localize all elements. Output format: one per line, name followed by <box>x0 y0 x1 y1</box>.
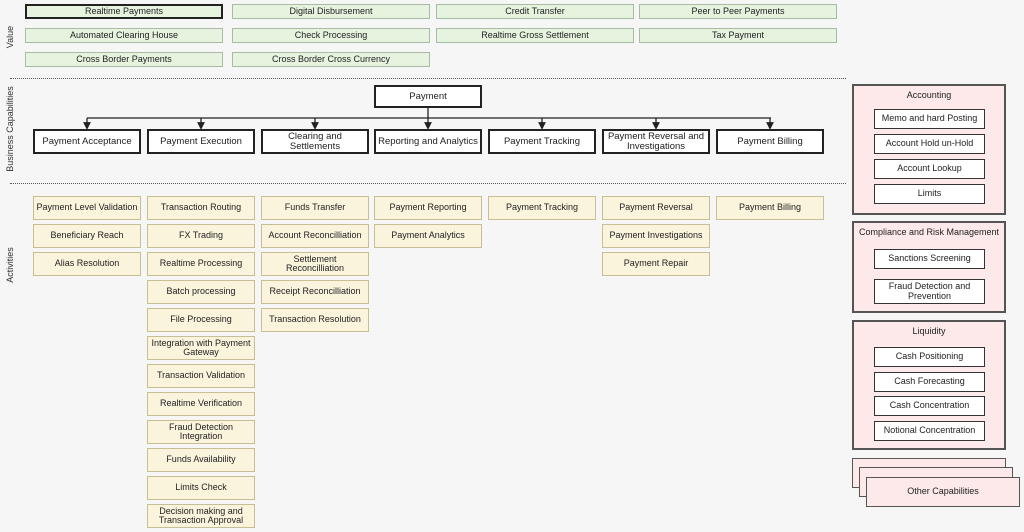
capability-reporting-and-analytics[interactable]: Reporting and Analytics <box>374 129 482 154</box>
value-cross-border-cross-currency[interactable]: Cross Border Cross Currency <box>232 52 430 67</box>
panel-item-cash-positioning[interactable]: Cash Positioning <box>874 347 985 367</box>
activity-receipt-reconcilliation[interactable]: Receipt Reconcilliation <box>261 280 369 304</box>
value-credit-transfer[interactable]: Credit Transfer <box>436 4 634 19</box>
value-cross-border-payments[interactable]: Cross Border Payments <box>25 52 223 67</box>
activity-funds-availability[interactable]: Funds Availability <box>147 448 255 472</box>
value-digital-disbursement[interactable]: Digital Disbursement <box>232 4 430 19</box>
panel-item-account-hold-un-hold[interactable]: Account Hold un-Hold <box>874 134 985 154</box>
panel-title-accounting: Accounting <box>906 90 952 101</box>
other-capabilities[interactable]: Other Capabilities <box>866 477 1020 507</box>
value-realtime-payments[interactable]: Realtime Payments <box>25 4 223 19</box>
activity-transaction-resolution[interactable]: Transaction Resolution <box>261 308 369 332</box>
capability-payment-acceptance[interactable]: Payment Acceptance <box>33 129 141 154</box>
capability-payment-tracking[interactable]: Payment Tracking <box>488 129 596 154</box>
value-automated-clearing-house[interactable]: Automated Clearing House <box>25 28 223 43</box>
activity-transaction-validation[interactable]: Transaction Validation <box>147 364 255 388</box>
activity-file-processing[interactable]: File Processing <box>147 308 255 332</box>
panel-item-cash-forecasting[interactable]: Cash Forecasting <box>874 371 985 392</box>
capability-payment-execution[interactable]: Payment Execution <box>147 129 255 154</box>
activity-realtime-verification[interactable]: Realtime Verification <box>147 392 255 416</box>
panel-item-limits[interactable]: Limits <box>874 184 985 204</box>
activity-account-reconcilliation[interactable]: Account Reconcilliation <box>261 224 369 248</box>
panel-item-memo-and-hard-posting[interactable]: Memo and hard Posting <box>874 109 985 129</box>
activity-limits-check[interactable]: Limits Check <box>147 476 255 500</box>
activity-payment-investigations[interactable]: Payment Investigations <box>602 224 710 248</box>
panel-item-cash-concentration[interactable]: Cash Concentration <box>874 396 985 416</box>
panel-item-notional-concentration[interactable]: Notional Concentration <box>874 420 985 441</box>
value-realtime-gross-settlement[interactable]: Realtime Gross Settlement <box>436 28 634 43</box>
panel-title-compliance-and-risk-management: Compliance and Risk Management <box>858 227 1000 238</box>
activity-funds-transfer[interactable]: Funds Transfer <box>261 196 369 220</box>
value-check-processing[interactable]: Check Processing <box>232 28 430 43</box>
activity-fraud-detection-integration[interactable]: Fraud Detection Integration <box>147 420 255 444</box>
activity-alias-resolution[interactable]: Alias Resolution <box>33 252 141 276</box>
value-peer-to-peer-payments[interactable]: Peer to Peer Payments <box>639 4 837 19</box>
panel-item-fraud-detection-and-prevention[interactable]: Fraud Detection and Prevention <box>874 279 985 304</box>
value-tax-payment[interactable]: Tax Payment <box>639 28 837 43</box>
activity-payment-reversal[interactable]: Payment Reversal <box>602 196 710 220</box>
activity-payment-level-validation[interactable]: Payment Level Validation <box>33 196 141 220</box>
capability-payment-billing[interactable]: Payment Billing <box>716 129 824 154</box>
activity-integration-with-payment-gateway[interactable]: Integration with Payment Gateway <box>147 336 255 360</box>
root-capability-payment[interactable]: Payment <box>374 85 482 108</box>
activity-decision-making-and-transaction-approval[interactable]: Decision making and Transaction Approval <box>147 504 255 528</box>
activity-fx-trading[interactable]: FX Trading <box>147 224 255 248</box>
separator-bottom <box>10 183 846 184</box>
activity-payment-reporting[interactable]: Payment Reporting <box>374 196 482 220</box>
activity-batch-processing[interactable]: Batch processing <box>147 280 255 304</box>
separator-top <box>10 78 846 79</box>
capability-payment-reversal-and-investigations[interactable]: Payment Reversal and Investigations <box>602 129 710 154</box>
activity-payment-repair[interactable]: Payment Repair <box>602 252 710 276</box>
activity-settlement-reconcilliation[interactable]: Settlement Reconcilliation <box>261 252 369 276</box>
panel-title-liquidity: Liquidity <box>912 326 946 337</box>
activity-payment-analytics[interactable]: Payment Analytics <box>374 224 482 248</box>
capability-clearing-and-settlements[interactable]: Clearing and Settlements <box>261 129 369 154</box>
panel-item-account-lookup[interactable]: Account Lookup <box>874 159 985 179</box>
activity-beneficiary-reach[interactable]: Beneficiary Reach <box>33 224 141 248</box>
activity-transaction-routing[interactable]: Transaction Routing <box>147 196 255 220</box>
activity-realtime-processing[interactable]: Realtime Processing <box>147 252 255 276</box>
activity-payment-billing[interactable]: Payment Billing <box>716 196 824 220</box>
panel-item-sanctions-screening[interactable]: Sanctions Screening <box>874 249 985 269</box>
activity-payment-tracking[interactable]: Payment Tracking <box>488 196 596 220</box>
